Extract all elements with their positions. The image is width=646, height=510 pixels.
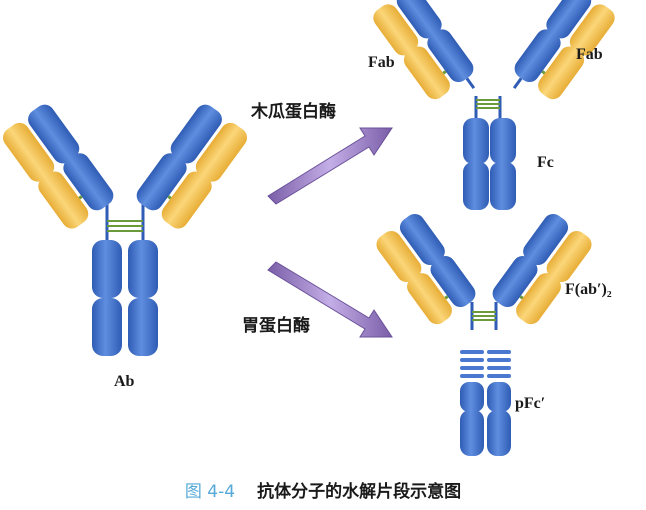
ab-label: Ab	[114, 373, 135, 390]
whole-antibody	[3, 104, 247, 356]
papain-arrow	[267, 127, 393, 205]
fab-right-label: Fab	[576, 46, 603, 63]
fab2-fragment	[376, 213, 592, 330]
fc-fragment	[463, 96, 516, 210]
figure-number: 图 4-4	[184, 482, 236, 502]
pepsin-arrow	[267, 261, 393, 338]
antibody-diagram	[3, 0, 615, 456]
figure-title: 抗体分子的水解片段示意图	[257, 482, 462, 502]
fab2-label: F(ab′)₂	[565, 281, 612, 298]
ab-right-arm	[136, 104, 247, 229]
ab-disulfide-bridges	[107, 220, 143, 232]
ab-left-arm	[3, 104, 114, 229]
fab-left-label: Fab	[368, 54, 395, 71]
fab-fragment-right	[512, 0, 615, 100]
figure-caption: 图 4-4 抗体分子的水解片段示意图	[0, 477, 646, 502]
pfc-label: pFc′	[515, 395, 546, 412]
fc-label: Fc	[537, 154, 554, 171]
pepsin-label: 胃蛋白酶	[242, 316, 310, 336]
ab-fc	[92, 240, 158, 356]
fab-fragment-left	[373, 0, 476, 100]
pfc-fragment	[460, 350, 511, 456]
papain-label: 木瓜蛋白酶	[251, 102, 336, 122]
